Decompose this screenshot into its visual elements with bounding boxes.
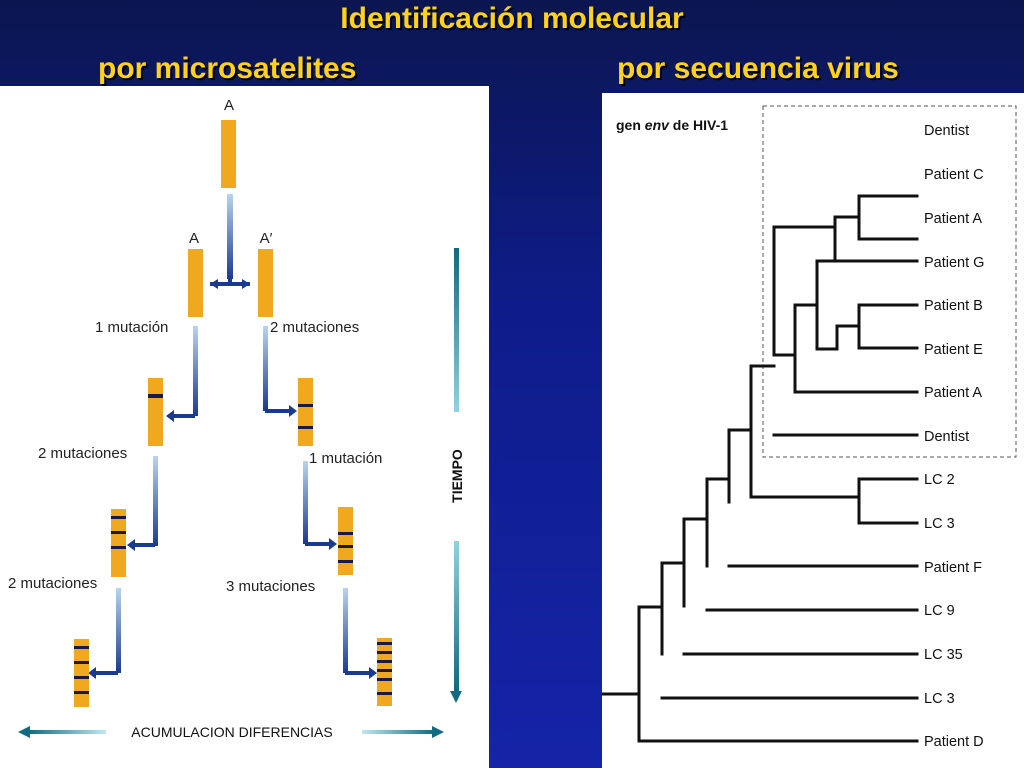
microsatellite-bar-r3	[338, 507, 353, 575]
taxon-label: Patient A	[924, 385, 982, 401]
taxon-label: LC 3	[924, 691, 955, 707]
time-arrow-head	[450, 691, 462, 703]
microsatellite-bar-l2	[148, 378, 163, 446]
taxon-label: Patient D	[924, 734, 984, 750]
taxon-label: Patient F	[924, 560, 982, 576]
taxon-label: LC 3	[924, 516, 955, 532]
outbreak-cluster-box	[762, 105, 1017, 458]
accumulation-arrow-left	[18, 726, 30, 738]
taxon-label: Patient B	[924, 298, 983, 314]
microsatellite-bar-r2	[298, 378, 313, 446]
microsatellite-diagram: A A A′ 1 mutación 2 mutaciones 2 mutacio…	[8, 97, 465, 740]
taxon-label: Dentist	[924, 429, 969, 445]
title-right: por secuencia virus	[617, 52, 899, 85]
title-main: Identificación molecular	[340, 2, 684, 35]
phylogenetic-tree: gen env de HIV-1	[602, 105, 1017, 750]
taxon-label: LC 2	[924, 472, 955, 488]
left-mutation-2: 2 mutaciones	[38, 445, 127, 462]
right-mutation-1: 2 mutaciones	[270, 319, 359, 336]
microsatellite-panel: A A A′ 1 mutación 2 mutaciones 2 mutacio…	[0, 86, 489, 768]
taxon-label: Patient G	[924, 255, 984, 271]
label-child-right: A′	[260, 230, 273, 247]
descent-line	[227, 194, 233, 279]
label-ancestor: A	[224, 97, 234, 114]
gene-label: gen env de HIV-1	[616, 117, 728, 133]
microsatellite-bar-a-prime	[258, 249, 273, 317]
microsatellite-bar-l3	[111, 509, 126, 577]
tree-branches	[602, 194, 919, 743]
time-label: TIEMPO	[449, 449, 465, 503]
taxon-label: LC 35	[924, 647, 963, 663]
accumulation-label: ACUMULACION DIFERENCIAS	[131, 724, 332, 740]
right-mutation-2: 1 mutación	[309, 450, 382, 467]
left-mutation-3: 2 mutaciones	[8, 575, 97, 592]
taxon-label: Patient C	[924, 167, 984, 183]
taxon-label: Dentist	[924, 123, 969, 139]
title-left: por microsatelites	[98, 52, 357, 85]
right-mutation-3: 3 mutaciones	[226, 578, 315, 595]
label-child-left: A	[189, 230, 199, 247]
time-arrow-top	[454, 248, 459, 412]
accumulation-arrow-right	[432, 726, 444, 738]
microsatellite-bar-l4	[74, 639, 89, 707]
microsatellite-bar-ancestor	[221, 120, 236, 188]
microsatellite-bar-a	[188, 249, 203, 317]
taxa-labels: Dentist Patient C Patient A Patient G Pa…	[924, 123, 984, 750]
taxon-label: Patient A	[924, 211, 982, 227]
time-arrow-bottom	[454, 541, 459, 691]
taxon-label: LC 9	[924, 603, 955, 619]
phylogeny-panel: gen env de HIV-1	[602, 93, 1024, 768]
taxon-label: Patient E	[924, 342, 983, 358]
left-mutation-1: 1 mutación	[95, 319, 168, 336]
